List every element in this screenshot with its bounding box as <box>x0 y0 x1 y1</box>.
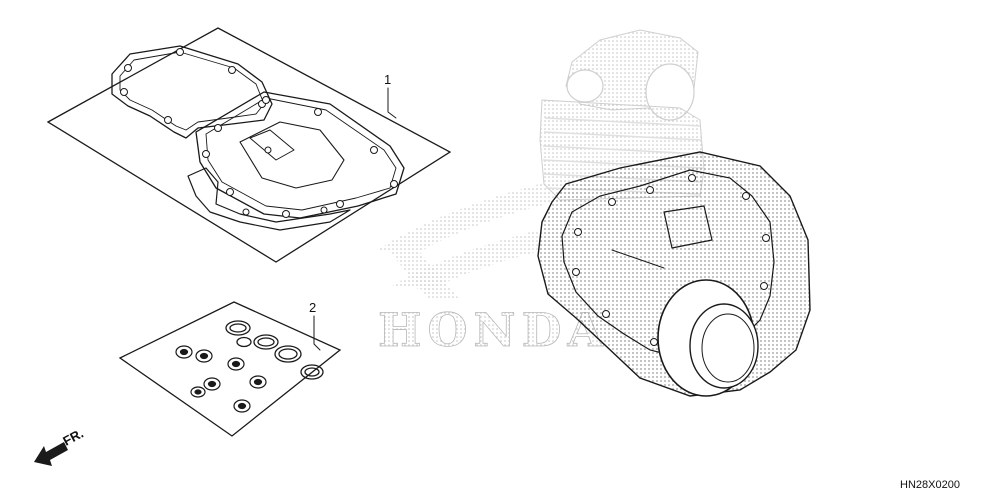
engine-illustration <box>537 29 811 397</box>
seal-kit-b <box>118 301 342 437</box>
front-direction-arrow-icon <box>34 442 68 466</box>
gasket-kit-a <box>46 27 452 263</box>
callout-2-leader <box>313 315 321 351</box>
callout-2-label: 2 <box>309 300 316 315</box>
callout-1-label: 1 <box>384 72 391 87</box>
callout-1-leader <box>387 87 397 119</box>
honda-wordmark: HONDA <box>378 303 609 357</box>
diagram-code: HN28X0200 <box>900 479 960 491</box>
